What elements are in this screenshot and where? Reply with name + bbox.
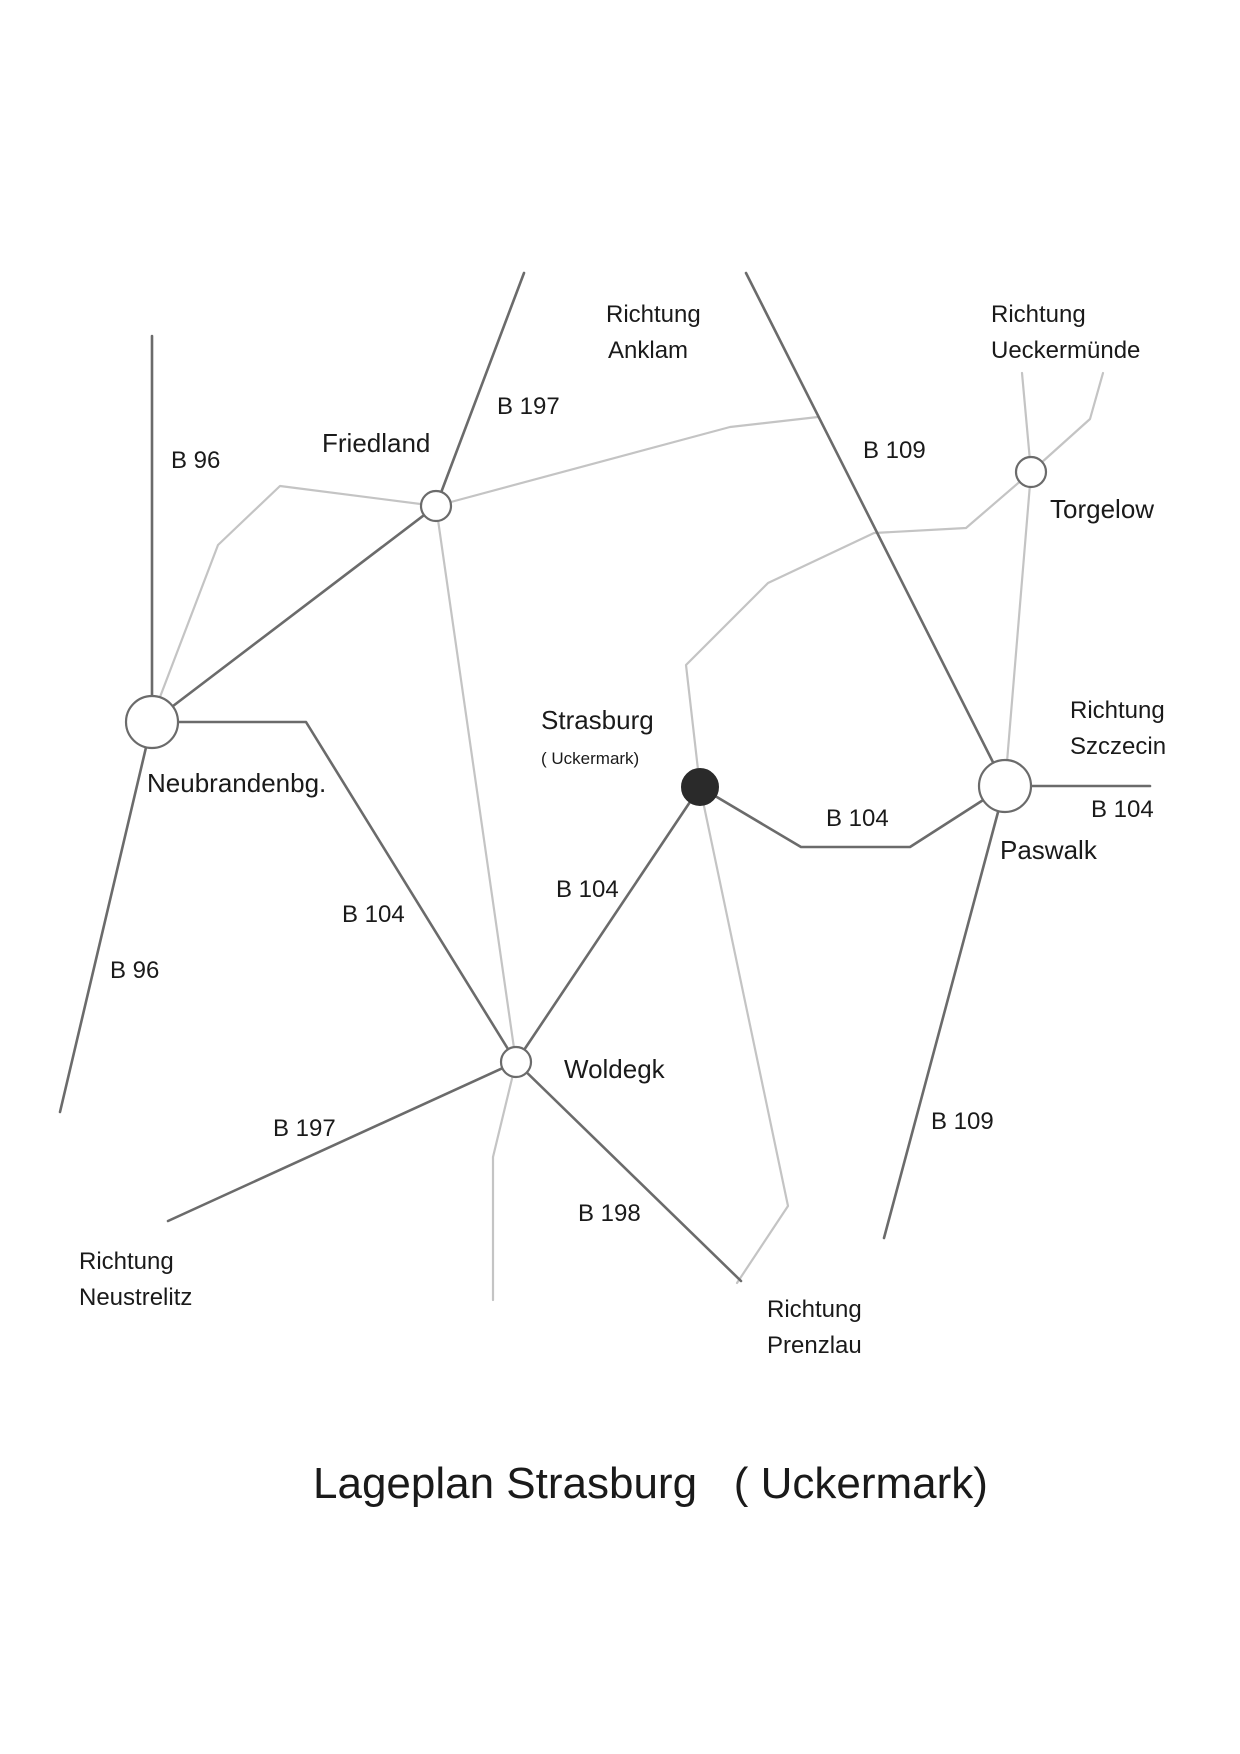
direction-prenzlau-line2: Prenzlau: [767, 1332, 862, 1359]
road-label-b197-north: B 197: [497, 393, 560, 420]
towns: [124, 455, 1048, 1079]
road-b104-east: [698, 784, 1007, 849]
direction-prenzlau-line1: Richtung: [767, 1296, 862, 1323]
road-b104-center: [514, 785, 702, 1064]
minor-road-torgelow-north-b: [1029, 371, 1105, 474]
town-label-neubrandenburg: Neubrandenbg.: [147, 768, 326, 798]
town-label-strasburg-sub: ( Uckermark): [541, 749, 639, 768]
town-labels: Friedland Neubrandenbg. Woldegk Strasbur…: [147, 428, 1154, 1084]
road-label-b197-south: B 197: [273, 1115, 336, 1142]
road-b198: [514, 1060, 743, 1283]
direction-szczecin-line2: Szczecin: [1070, 733, 1166, 760]
minor-road-strasburg-prenzlau: [698, 785, 790, 1285]
direction-ueckermuende-line2: Ueckermünde: [991, 337, 1140, 364]
direction-szczecin-line1: Richtung: [1070, 697, 1165, 724]
town-marker-pasewalk: [977, 758, 1033, 814]
direction-anklam-line1: Richtung: [606, 301, 701, 328]
major-roads: [58, 271, 1152, 1283]
road-label-b109-south: B 109: [931, 1108, 994, 1135]
town-marker-friedland: [419, 489, 453, 523]
town-label-torgelow: Torgelow: [1050, 494, 1154, 524]
minor-roads: [150, 371, 1105, 1302]
road-label-b96-north: B 96: [171, 447, 220, 474]
road-b197-north: [434, 271, 526, 508]
minor-road-torgelow-pasewalk: [1003, 470, 1033, 788]
direction-anklam-line2: Anklam: [608, 337, 688, 364]
town-label-friedland: Friedland: [322, 428, 430, 458]
town-marker-neubrandenburg: [124, 694, 180, 750]
road-label-b96-south: B 96: [110, 957, 159, 984]
road-label-b104-east-b: B 104: [1091, 796, 1154, 823]
direction-ueckermuende-line1: Richtung: [991, 301, 1086, 328]
road-b197-south: [166, 1060, 518, 1223]
minor-road-strasburg-torgelow: [684, 470, 1033, 789]
town-marker-strasburg: [681, 768, 719, 806]
minor-road-friedland-b109: [434, 415, 820, 508]
town-marker-torgelow: [1014, 455, 1048, 489]
minor-road-torgelow-north-a: [1020, 371, 1033, 474]
town-marker-woldegk: [499, 1045, 533, 1079]
minor-road-friedland-woldegk: [434, 504, 518, 1064]
minor-road-woldegk-south: [491, 1060, 518, 1302]
town-label-strasburg: Strasburg: [541, 705, 654, 735]
road-label-b104-center: B 104: [556, 876, 619, 903]
direction-neustrelitz-line1: Richtung: [79, 1248, 174, 1275]
road-b96-south: [58, 720, 154, 1114]
road-b109-south: [882, 784, 1007, 1240]
road-label-b104-east-a: B 104: [826, 805, 889, 832]
road-label-b109-north: B 109: [863, 437, 926, 464]
direction-neustrelitz-line2: Neustrelitz: [79, 1284, 192, 1311]
minor-road-neubrandenburg-friedland: [150, 484, 438, 720]
road-b104-west: [150, 720, 518, 1064]
town-label-woldegk: Woldegk: [564, 1054, 666, 1084]
road-b109-north: [744, 271, 1007, 788]
direction-labels: Richtung Anklam Richtung Ueckermünde Ric…: [79, 301, 1166, 1359]
road-labels: B 96 B 96 B 197 B 197 B 109 B 109 B 104 …: [110, 393, 1154, 1227]
map-title: Lageplan Strasburg ( Uckermark): [313, 1459, 988, 1508]
town-label-pasewalk: Paswalk: [1000, 835, 1098, 865]
road-label-b198: B 198: [578, 1200, 641, 1227]
road-neubrandenburg-friedland: [150, 504, 438, 724]
road-label-b104-west: B 104: [342, 901, 405, 928]
